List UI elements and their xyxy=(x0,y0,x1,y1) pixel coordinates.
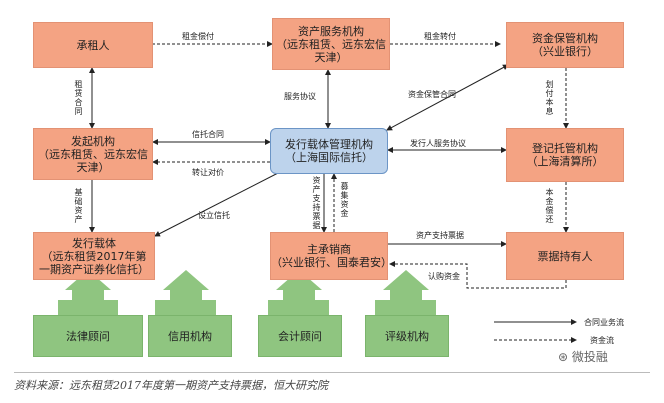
label-service-agreement: 服务协议 xyxy=(284,92,316,101)
custodian-line-2: （兴业银行） xyxy=(532,45,598,58)
label-issuer-service: 发行人服务协议 xyxy=(410,139,466,148)
node-originator: 发起机构 （远东租赁、远东宏信 天津） xyxy=(33,128,153,180)
agency-arrow-4 xyxy=(375,270,436,315)
agency-arrow-3 xyxy=(268,270,329,315)
legend-contract-flow: 合同业务流 xyxy=(584,318,624,327)
edge-subscription xyxy=(389,261,567,289)
raised-funds-char: 金 xyxy=(340,209,349,218)
originator-line-1: 发起机构 xyxy=(71,134,115,148)
raised-funds-char: 资 xyxy=(340,200,349,209)
agency-rating-label: 评级机构 xyxy=(385,329,429,343)
underlying-asset-char: 基 xyxy=(74,188,83,197)
agency-credit: 信用机构 xyxy=(148,315,232,357)
underlying-asset-char: 资 xyxy=(74,206,83,215)
originator-line-3: 天津） xyxy=(76,160,110,174)
issuer-manager-line-2: （上海国际信托） xyxy=(285,151,373,164)
label-rent-payment: 租金偿付 xyxy=(182,32,214,41)
agency-legal-advisor: 法律顾问 xyxy=(33,315,143,357)
abn-support-char: 票 xyxy=(312,212,321,221)
principal-interest-char: 息 xyxy=(545,107,554,116)
footer-divider xyxy=(14,372,650,373)
agency-credit-label: 信用机构 xyxy=(168,329,212,343)
registrar-line-1: 登记托管机构 xyxy=(532,142,598,155)
label-abn: 资产支持票据 xyxy=(416,231,464,240)
watermark-logo: ⊛ 微投融 xyxy=(558,348,608,365)
node-note-holder: 票据持有人 xyxy=(506,232,624,280)
legend-fund-flow: 资金流 xyxy=(590,336,614,345)
abn-support-char: 资 xyxy=(312,176,321,185)
label-set-trust: 设立信托 xyxy=(198,211,230,220)
lease-contract-char: 合 xyxy=(74,98,83,107)
abn-support-char: 产 xyxy=(312,185,321,194)
agency-accounting-label: 会计顾问 xyxy=(278,329,322,343)
abn-support-char: 持 xyxy=(312,203,321,212)
edge-set-trust xyxy=(154,171,281,237)
repay-principal-char: 偿 xyxy=(545,206,554,215)
label-raised-funds: 募 集 资 金 xyxy=(340,182,349,218)
underlying-asset-char: 础 xyxy=(74,197,83,206)
label-underlying-asset: 基 础 资 产 xyxy=(74,188,83,224)
principal-interest-char: 划 xyxy=(545,80,554,89)
label-principal-interest: 划 付 本 息 xyxy=(545,80,554,116)
lease-contract-char: 同 xyxy=(74,107,83,116)
raised-funds-char: 集 xyxy=(340,191,349,200)
principal-interest-char: 本 xyxy=(545,98,554,107)
label-rent-transfer: 租金转付 xyxy=(424,32,456,41)
asset-service-line-3: 天津） xyxy=(314,50,348,64)
watermark-text: 微投融 xyxy=(571,350,608,364)
agency-rating: 评级机构 xyxy=(365,315,449,357)
repay-principal-char: 金 xyxy=(545,197,554,206)
label-custody-contract: 资金保管合同 xyxy=(408,90,456,99)
watermark-icon: ⊛ xyxy=(558,350,569,364)
raised-funds-char: 募 xyxy=(340,182,349,191)
asset-service-line-1: 资产服务机构 xyxy=(298,24,364,38)
label-lease-contract: 租 赁 合 同 xyxy=(74,80,83,116)
asset-service-line-2: （远东租赁、远东宏信 xyxy=(276,37,386,51)
vehicle-line-1: 发行载体 xyxy=(72,236,116,250)
issuer-manager-line-1: 发行载体管理机构 xyxy=(285,138,373,151)
lease-contract-char: 租 xyxy=(74,80,83,89)
node-lessee-label: 承租人 xyxy=(76,38,110,52)
node-asset-service: 资产服务机构 （远东租赁、远东宏信 天津） xyxy=(272,18,390,70)
lease-contract-char: 赁 xyxy=(74,89,83,98)
registrar-line-2: （上海清算所） xyxy=(526,155,604,168)
label-repay-principal: 本 金 偿 还 xyxy=(545,188,554,224)
principal-interest-char: 付 xyxy=(545,89,554,98)
node-registrar: 登记托管机构 （上海清算所） xyxy=(506,128,624,182)
note-holder-label: 票据持有人 xyxy=(537,249,593,263)
agency-accounting: 会计顾问 xyxy=(258,315,342,357)
agency-arrow-2 xyxy=(155,270,216,315)
label-transfer-price: 转让对价 xyxy=(192,168,224,177)
label-trust-contract: 信托合同 xyxy=(192,130,224,139)
vehicle-line-3: 一期资产证券化信托） xyxy=(39,262,149,276)
node-underwriter: 主承销商 （兴业银行、国泰君安） xyxy=(270,232,392,280)
agency-legal-label: 法律顾问 xyxy=(66,329,110,343)
label-subscription: 认购资金 xyxy=(428,272,460,281)
agency-arrow-1 xyxy=(58,270,118,315)
abn-support-char: 支 xyxy=(312,194,321,203)
node-custodian: 资金保管机构 （兴业银行） xyxy=(506,22,624,68)
node-lessee: 承租人 xyxy=(33,22,153,68)
underwriter-line-1: 主承销商 xyxy=(307,243,351,256)
originator-line-2: （远东租赁、远东宏信 xyxy=(38,147,148,161)
underwriter-line-2: （兴业银行、国泰君安） xyxy=(271,256,392,269)
edge-custody-contract xyxy=(386,64,509,131)
node-issuing-vehicle: 发行载体 （远东租赁2017年第 一期资产证券化信托） xyxy=(33,232,155,280)
label-abn-support: 资 产 支 持 票 据 xyxy=(312,176,321,230)
source-note: 资料来源：远东租赁2017年度第一期资产支持票据，恒大研究院 xyxy=(14,379,328,392)
repay-principal-char: 还 xyxy=(545,215,554,224)
vehicle-line-2: （远东租赁2017年第 xyxy=(41,249,147,263)
custodian-line-1: 资金保管机构 xyxy=(532,32,598,45)
repay-principal-char: 本 xyxy=(545,188,554,197)
abn-support-char: 据 xyxy=(312,221,321,230)
node-issuer-manager: 发行载体管理机构 （上海国际信托） xyxy=(270,128,388,174)
underlying-asset-char: 产 xyxy=(74,215,83,224)
